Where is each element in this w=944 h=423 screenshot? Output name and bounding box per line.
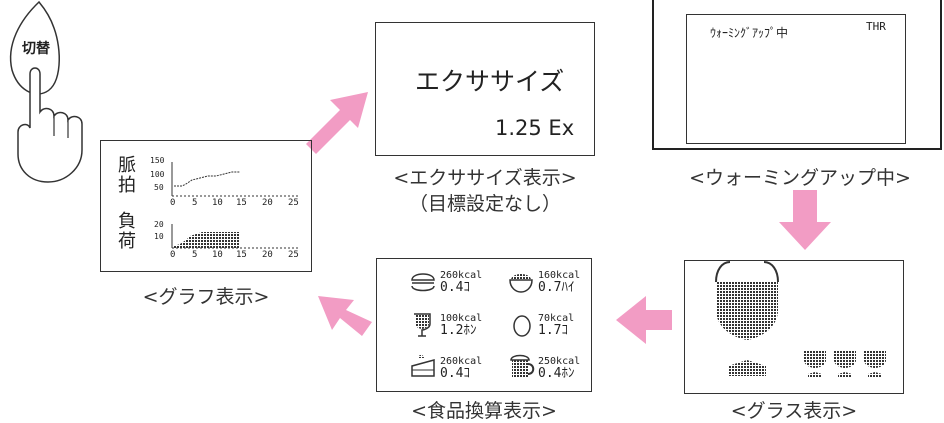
graph-display-panel [100, 140, 312, 272]
exercise-caption-note: （目標設定なし） [408, 193, 561, 215]
x-tick: 25 [288, 198, 299, 208]
load-label: 負 荷 [118, 212, 136, 252]
x-tick: 0 [170, 198, 176, 208]
exercise-title: エクササイズ [415, 67, 565, 96]
exercise-value: 1.25 Ex [495, 116, 575, 140]
beer-mug-icon [510, 354, 535, 378]
thr-label: THR [866, 20, 886, 33]
food-display-panel [376, 258, 592, 392]
arrow-down-to-glass [779, 190, 831, 250]
glass-caption: <グラス表示> [730, 400, 858, 422]
hamburger-icon [411, 273, 435, 292]
x-tick: 15 [236, 250, 247, 260]
load-tick-10: 10 [154, 232, 164, 241]
pulse-plot [171, 162, 300, 197]
rice-bowl-icon [509, 274, 533, 293]
x-tick: 5 [192, 198, 198, 208]
x-tick: 15 [236, 198, 247, 208]
arrow-to-graph [318, 296, 372, 336]
pulse-tick-100: 100 [150, 170, 165, 179]
switch-button-icon[interactable] [9, 0, 60, 95]
food-amount: 1.2ﾎﾝ [440, 323, 477, 338]
food-kcal: 160kcal [538, 270, 581, 281]
egg-icon [513, 315, 531, 337]
food-amount: 0.4ｺ [440, 280, 470, 295]
load-label-char-1: 負 [118, 211, 136, 232]
pulse-tick-50: 50 [154, 183, 164, 192]
small-glass-icons [804, 350, 886, 378]
food-kcal: 260kcal [440, 356, 483, 367]
food-amount: 0.4ｺ [440, 366, 470, 381]
switch-button-label[interactable]: 切替 [22, 41, 50, 57]
pulse-label: 脈 拍 [118, 156, 136, 196]
load-plot [171, 224, 300, 249]
arrow-to-exercise [306, 92, 368, 154]
pulse-label-char-2: 拍 [118, 175, 136, 196]
warmup-caption: <ウォーミングアップ中> [689, 167, 911, 189]
x-tick: 0 [170, 250, 176, 260]
food-kcal: 100kcal [440, 313, 483, 324]
load-label-char-2: 荷 [118, 231, 136, 252]
x-tick: 10 [212, 250, 223, 260]
warmup-outer-frame [652, 0, 942, 150]
cake-icon [411, 355, 435, 377]
food-amount: 1.7ｺ [538, 323, 568, 338]
warmup-status: ｳｫｰﾐﾝｸﾞｱｯﾌﾟ中 [710, 26, 789, 40]
pulse-tick-150: 150 [150, 156, 165, 165]
warmup-display-panel [686, 14, 906, 144]
x-tick: 5 [192, 250, 198, 260]
big-glass-icon [715, 261, 779, 376]
arrow-left-to-food [616, 296, 672, 344]
drink-glass-icon [414, 313, 431, 337]
exercise-display-panel [375, 22, 595, 156]
food-kcal: 260kcal [440, 270, 483, 281]
exercise-caption: <エクササイズ表示> [393, 167, 577, 189]
pulse-label-char-1: 脈 [118, 155, 136, 176]
hand-pointing-icon [17, 67, 83, 183]
load-tick-20: 20 [154, 220, 164, 229]
food-caption: <食品換算表示> [411, 400, 557, 422]
x-tick: 20 [262, 198, 273, 208]
glass-display-panel [684, 260, 904, 394]
x-tick: 25 [288, 250, 299, 260]
food-amount: 0.7ﾊｲ [538, 280, 575, 295]
food-kcal: 250kcal [538, 356, 581, 367]
food-kcal: 70kcal [538, 313, 575, 324]
x-tick: 10 [212, 198, 223, 208]
x-tick: 20 [262, 250, 273, 260]
food-amount: 0.4ﾎﾝ [538, 366, 575, 381]
graph-caption: <グラフ表示> [142, 286, 270, 308]
